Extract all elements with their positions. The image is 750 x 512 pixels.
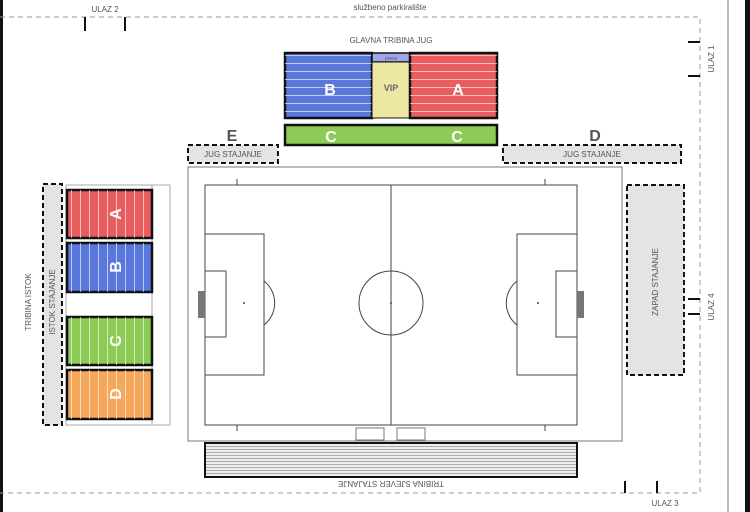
goal-right [577, 291, 584, 318]
right-border [745, 0, 750, 512]
sector-south-c[interactable]: C C [283, 123, 499, 147]
left-border [0, 0, 3, 512]
entrance-2-label: ULAZ 2 [91, 5, 119, 14]
zapad-standing-label: ZAPAD STAJANJE [651, 248, 660, 316]
sector-south-b-label: B [324, 82, 336, 99]
jug-standing-left-label: JUG STAJANJE [204, 150, 262, 159]
sector-east-d-label: D [108, 388, 125, 400]
entrance-1[interactable]: ULAZ 1 [688, 41, 716, 77]
sector-east-d[interactable]: D [65, 368, 154, 421]
vip-label: VIP [384, 83, 399, 93]
entrance-3[interactable]: ULAZ 3 [624, 481, 679, 508]
zone-d-label: D [589, 128, 601, 145]
sector-east-a-label: A [108, 208, 125, 220]
sector-south-c-right-label: C [451, 129, 463, 146]
sector-east-c-label: C [108, 335, 125, 347]
jug-standing-right-label: JUG STAJANJE [563, 150, 621, 159]
bench-2 [396, 427, 426, 441]
press-box[interactable]: press [371, 52, 411, 63]
sector-south-a[interactable]: A [408, 51, 499, 120]
sector-vip[interactable]: VIP [371, 61, 411, 119]
north-standing[interactable]: TRIBINA SJEVER STAJANJE [204, 442, 578, 488]
south-stand-title: GLAVNA TRIBINA JUG [350, 36, 433, 45]
bench-1 [355, 427, 385, 441]
sector-south-b[interactable]: B [283, 51, 374, 120]
sector-south-a-label: A [452, 82, 464, 99]
sector-east-b[interactable]: B [65, 241, 154, 294]
parking-label: službeno parkiralište [354, 3, 427, 12]
sector-east-a[interactable]: A [65, 188, 154, 240]
entrance-3-label: ULAZ 3 [651, 499, 679, 508]
zone-e-label: E [227, 128, 238, 145]
jug-standing-right[interactable]: JUG STAJANJE [502, 144, 682, 164]
entrance-2[interactable]: ULAZ 2 [84, 5, 126, 31]
east-stand-title: TRIBINA ISTOK [24, 273, 33, 331]
east-stand-outline [65, 184, 171, 426]
istok-standing-label: ISTOK STAJANJE [48, 269, 57, 335]
jug-standing-left[interactable]: JUG STAJANJE [187, 144, 279, 164]
sector-south-c-left-label: C [325, 129, 337, 146]
perimeter-fence [0, 16, 701, 494]
entrance-1-label: ULAZ 1 [707, 45, 716, 73]
pitch [187, 166, 623, 442]
zapad-standing[interactable]: ZAPAD STAJANJE [626, 184, 685, 376]
entrance-4-label: ULAZ 4 [707, 293, 716, 321]
north-standing-label: TRIBINA SJEVER STAJANJE [338, 479, 444, 488]
sector-east-b-label: B [108, 261, 125, 273]
sector-east-c[interactable]: C [65, 315, 154, 367]
entrance-4[interactable]: ULAZ 4 [688, 293, 716, 321]
istok-standing[interactable]: ISTOK STAJANJE [42, 183, 63, 426]
press-label: press [385, 56, 398, 62]
goal-left [198, 291, 205, 318]
